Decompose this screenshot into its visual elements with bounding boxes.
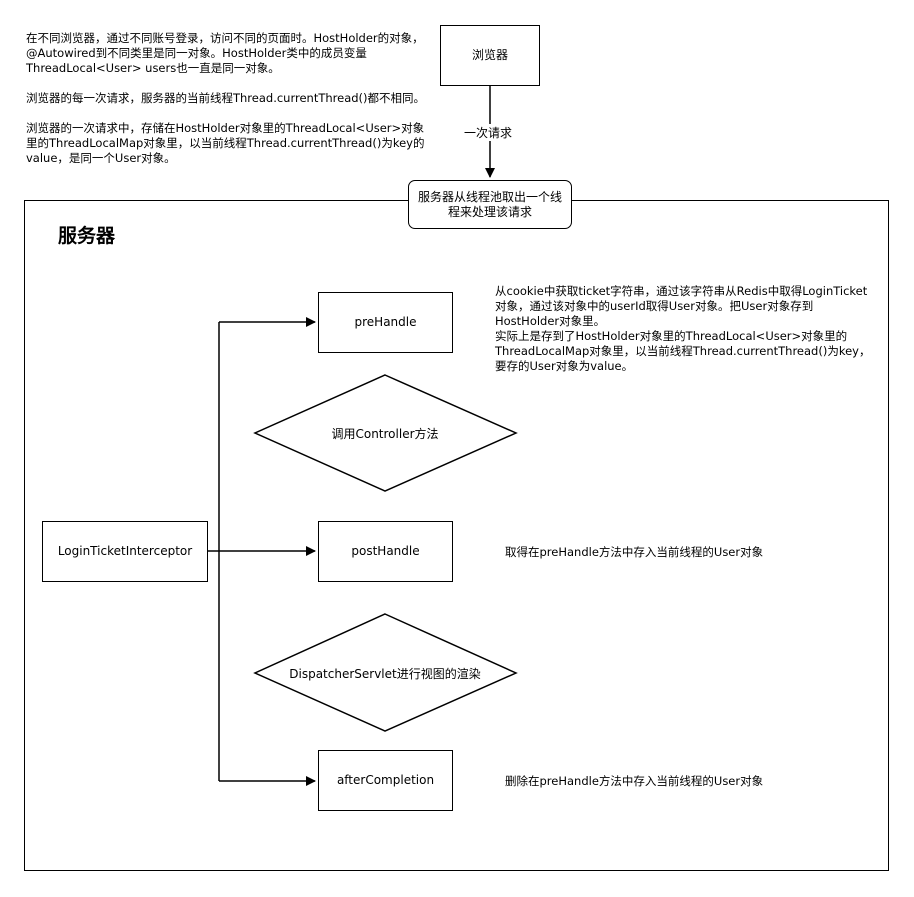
aftercompletion-note: 删除在preHandle方法中存入当前线程的User对象 xyxy=(505,774,764,788)
browser-box: 浏览器 xyxy=(440,25,540,86)
posthandle-note: 取得在preHandle方法中存入当前线程的User对象 xyxy=(505,545,764,559)
aftercompletion-box: afterCompletion xyxy=(318,750,453,811)
aftercompletion-label: afterCompletion xyxy=(336,773,435,787)
posthandle-label: postHandle xyxy=(351,544,420,558)
controller-diamond xyxy=(253,374,518,492)
thread-pool-label: 服务器从线程池取出一个线程来处理该请求 xyxy=(417,189,562,219)
intro-note-line-3: 浏览器的一次请求中，存储在HostHolder对象里的ThreadLocal<U… xyxy=(26,121,425,165)
request-edge-label: 一次请求 xyxy=(462,124,515,141)
interceptor-label: LoginTicketInterceptor xyxy=(57,544,193,558)
prehandle-note: 从cookie中获取ticket字符串，通过该字符串从Redis中取得Login… xyxy=(495,284,871,373)
interceptor-box: LoginTicketInterceptor xyxy=(42,521,208,582)
dispatcher-diamond xyxy=(253,613,518,732)
thread-pool-box: 服务器从线程池取出一个线程来处理该请求 xyxy=(408,180,572,229)
prehandle-box: preHandle xyxy=(318,292,453,353)
controller-label: 调用Controller方法 xyxy=(331,426,439,441)
browser-label: 浏览器 xyxy=(471,48,508,62)
intro-note: 在不同浏览器，通过不同账号登录，访问不同的页面时。HostHolder的对象，@… xyxy=(26,31,426,166)
server-title: 服务器 xyxy=(58,225,116,247)
dispatcher-label: DispatcherServlet进行视图的渲染 xyxy=(289,666,481,681)
intro-note-line-1: 在不同浏览器，通过不同账号登录，访问不同的页面时。HostHolder的对象，@… xyxy=(26,31,424,75)
prehandle-label: preHandle xyxy=(354,315,417,329)
posthandle-box: postHandle xyxy=(318,521,453,582)
intro-note-line-2: 浏览器的每一次请求，服务器的当前线程Thread.currentThread()… xyxy=(26,91,426,105)
